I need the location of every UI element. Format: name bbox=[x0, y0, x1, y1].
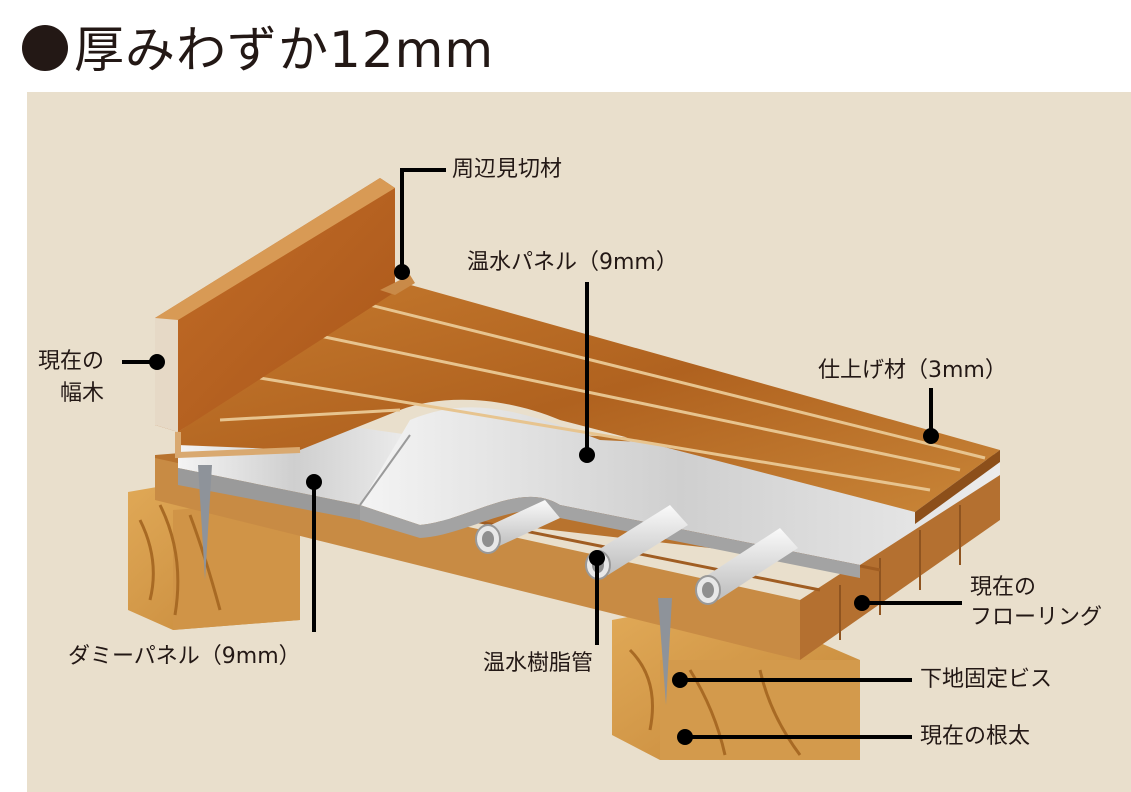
existing-baseboard bbox=[155, 178, 415, 432]
label-screw: 下地固定ビス bbox=[920, 667, 1053, 692]
screw-right bbox=[658, 598, 672, 705]
label-dummy-panel: ダミーパネル（9mm） bbox=[68, 644, 301, 669]
label-flooring-line2: フローリング bbox=[970, 605, 1103, 630]
screw-left bbox=[198, 465, 212, 580]
label-finish-material: 仕上げ材（3mm） bbox=[818, 358, 1007, 383]
page-title: 厚みわずか12mm bbox=[22, 10, 494, 82]
label-hot-water-panel: 温水パネル（9mm） bbox=[467, 250, 678, 275]
resin-pipes bbox=[475, 500, 798, 605]
hot-water-panel bbox=[359, 407, 1000, 578]
label-flooring-line1: 現在の bbox=[970, 575, 1037, 600]
label-baseboard-line1: 現在の bbox=[38, 349, 105, 374]
bullet-icon bbox=[22, 25, 68, 71]
leader-dots bbox=[149, 264, 939, 745]
label-edge-trim: 周辺見切材 bbox=[452, 157, 563, 182]
label-resin-pipe: 温水樹脂管 bbox=[483, 651, 594, 676]
label-joist: 現在の根太 bbox=[920, 724, 1031, 749]
title-text: 厚みわずか12mm bbox=[74, 21, 495, 79]
label-baseboard-line2: 幅木 bbox=[60, 381, 105, 406]
